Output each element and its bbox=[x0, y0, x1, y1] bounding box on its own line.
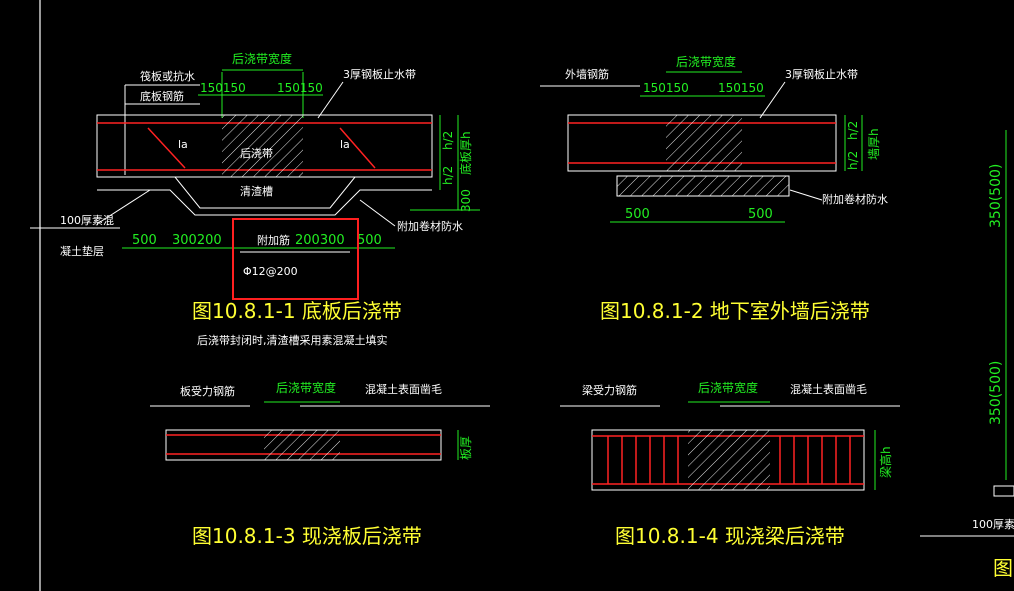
fig1-title: 图10.8.1-1 底板后浇带 bbox=[192, 299, 402, 323]
fig2-title: 图10.8.1-2 地下室外墙后浇带 bbox=[600, 299, 870, 323]
side-dim-upper: 350(500) bbox=[988, 164, 1004, 228]
fig3-roughen-label: 混凝土表面凿毛 bbox=[365, 382, 442, 396]
fig1-band-width-label: 后浇带宽度 bbox=[232, 51, 292, 66]
fig3-slab-rebar-label: 板受力钢筋 bbox=[180, 384, 235, 398]
fig2-thickness-label: 墙厚h bbox=[867, 128, 881, 160]
fig2-post-pour-zone bbox=[666, 115, 742, 171]
fig1-h-half-2: h/2 bbox=[441, 166, 455, 185]
fig1-rebar-spec: Φ12@200 bbox=[243, 265, 298, 278]
fig1-post-pour-zone bbox=[222, 115, 303, 177]
fig1-raft-post-pour-strip: 后浇带宽度 筏板或抗水 底板钢筋 150150 150150 3厚钢板止水带 l… bbox=[30, 51, 480, 347]
fig3-post-pour-zone bbox=[264, 430, 340, 460]
fig1-concrete-cushion-2: 凝土垫层 bbox=[60, 244, 104, 258]
fig4-beam-rebar-label: 梁受力钢筋 bbox=[582, 383, 637, 397]
fig2-h-half-1: h/2 bbox=[846, 121, 860, 140]
fig3-title: 图10.8.1-3 现浇板后浇带 bbox=[192, 524, 422, 548]
fig1-dim-500-left: 500 bbox=[132, 233, 157, 248]
fig1-extra-rebar-label: 附加筋 bbox=[257, 233, 290, 247]
fig1-lap-right: la bbox=[340, 138, 350, 151]
fig2-basement-wall-post-pour-strip: 外墙钢筋 后浇带宽度 150150 150150 3厚钢板止水带 h/2 h/2… bbox=[540, 54, 888, 323]
fig3-band-width-label: 后浇带宽度 bbox=[276, 380, 336, 395]
side-title-partial: 图 bbox=[993, 556, 1013, 580]
side-cushion-label: 100厚素 bbox=[972, 518, 1014, 531]
fig2-h-half-2: h/2 bbox=[846, 151, 860, 170]
fig1-post-pour-label: 后浇带 bbox=[240, 147, 273, 160]
fig3-thickness-label: 板厚 bbox=[459, 436, 473, 460]
fig1-dim-150-150-right: 150150 bbox=[277, 81, 323, 95]
fig2-outer-rebar-label: 外墙钢筋 bbox=[565, 67, 609, 81]
fig1-h-half-1: h/2 bbox=[441, 131, 455, 150]
fig4-cast-beam-post-pour-strip: 梁受力钢筋 后浇带宽度 混凝土表面凿毛 梁高h 图10.8.1-4 现浇梁后浇带 bbox=[560, 380, 900, 548]
fig1-dim-500-right: 500 bbox=[357, 233, 382, 248]
fig2-membrane-layer bbox=[616, 175, 790, 197]
fig2-dim-500-right: 500 bbox=[748, 207, 773, 222]
fig3-cast-slab-post-pour-strip: 板受力钢筋 后浇带宽度 混凝土表面凿毛 板厚 图10.8.1-3 现浇板后浇带 bbox=[150, 380, 490, 548]
selection-highlight-box[interactable] bbox=[232, 218, 359, 300]
fig1-dim-300: 300 bbox=[459, 189, 473, 212]
side-dim-lower: 350(500) bbox=[988, 361, 1004, 425]
fig4-height-label: 梁高h bbox=[878, 446, 893, 478]
fig2-dim-150-150-left: 150150 bbox=[643, 81, 689, 95]
fig4-post-pour-zone bbox=[688, 430, 770, 490]
fig1-steel-waterstop-label: 3厚钢板止水带 bbox=[343, 67, 416, 81]
fig1-note: 后浇带封闭时,清渣槽采用素混凝土填实 bbox=[197, 333, 388, 347]
fig4-roughen-label: 混凝土表面凿毛 bbox=[790, 382, 867, 396]
fig2-band-width-label: 后浇带宽度 bbox=[676, 54, 736, 69]
fig1-dim-200-300: 200300 bbox=[295, 233, 345, 248]
fig1-concrete-cushion-1: 100厚素混 bbox=[60, 214, 114, 227]
fig1-dim-150-150-left: 150150 bbox=[200, 81, 246, 95]
fig1-dim-300-200: 300200 bbox=[172, 233, 222, 248]
fig1-lap-left: la bbox=[178, 138, 188, 151]
fig2-steel-waterstop-label: 3厚钢板止水带 bbox=[785, 67, 858, 81]
fig2-dim-500-left: 500 bbox=[625, 207, 650, 222]
fig1-bottom-rebar-label: 底板钢筋 bbox=[140, 89, 184, 103]
fig1-membrane-label: 附加卷材防水 bbox=[397, 219, 463, 233]
fig1-thickness-label: 底板厚h bbox=[458, 131, 473, 175]
fig1-trough-label: 清渣槽 bbox=[240, 184, 273, 198]
fig2-dim-150-150-right: 150150 bbox=[718, 81, 764, 95]
fig4-band-width-label: 后浇带宽度 bbox=[698, 380, 758, 395]
fig2-membrane-label: 附加卷材防水 bbox=[822, 192, 888, 206]
fig1-raft-label: 筏板或抗水 bbox=[140, 69, 195, 83]
right-edge-partial-figure: 350(500) 350(500) 100厚素 图 bbox=[920, 130, 1014, 580]
fig4-title: 图10.8.1-4 现浇梁后浇带 bbox=[615, 524, 845, 548]
